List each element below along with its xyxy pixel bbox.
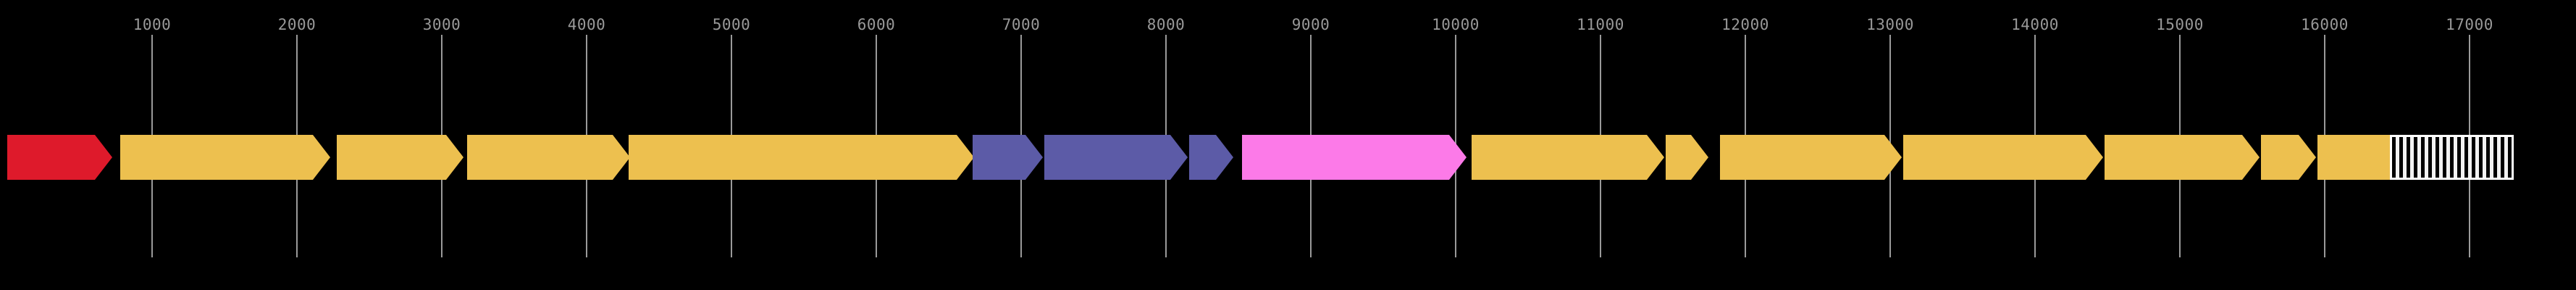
gene-feature[interactable] <box>2261 135 2316 180</box>
gene-feature[interactable] <box>2105 135 2260 180</box>
axis-tick-label: 2000 <box>277 16 316 33</box>
axis-tick-label: 1000 <box>133 16 172 33</box>
axis-tick-label: 14000 <box>2011 16 2059 33</box>
gene-feature[interactable] <box>1044 135 1188 180</box>
gene-feature[interactable] <box>337 135 463 180</box>
axis-tick-label: 13000 <box>1866 16 1914 33</box>
gene-feature[interactable] <box>629 135 974 180</box>
gene-feature[interactable] <box>1242 135 1467 180</box>
axis-tick-label: 6000 <box>857 16 896 33</box>
gene-feature[interactable] <box>973 135 1043 180</box>
gene-feature[interactable] <box>1189 135 1233 180</box>
axis-tick-label: 4000 <box>567 16 606 33</box>
gene-feature[interactable] <box>1666 135 1708 180</box>
gene-feature[interactable] <box>120 135 330 180</box>
axis-tick-label: 7000 <box>1002 16 1041 33</box>
axis-tick-label: 8000 <box>1146 16 1186 33</box>
axis-tick-label: 9000 <box>1291 16 1330 33</box>
axis-tick-label: 10000 <box>1432 16 1480 33</box>
gene-feature[interactable] <box>2390 135 2514 180</box>
gene-feature[interactable] <box>1720 135 1902 180</box>
gene-feature[interactable] <box>1903 135 2103 180</box>
axis-tick-label: 11000 <box>1577 16 1624 33</box>
gene-feature[interactable] <box>467 135 630 180</box>
axis-tick-label: 5000 <box>712 16 751 33</box>
axis-tick-label: 17000 <box>2446 16 2493 33</box>
axis-tick-label: 12000 <box>1721 16 1769 33</box>
axis-tick-label: 16000 <box>2301 16 2349 33</box>
gene-feature[interactable] <box>1472 135 1664 180</box>
axis-tick-label: 15000 <box>2156 16 2204 33</box>
axis-tick-label: 3000 <box>422 16 461 33</box>
gene-feature[interactable] <box>7 135 112 180</box>
